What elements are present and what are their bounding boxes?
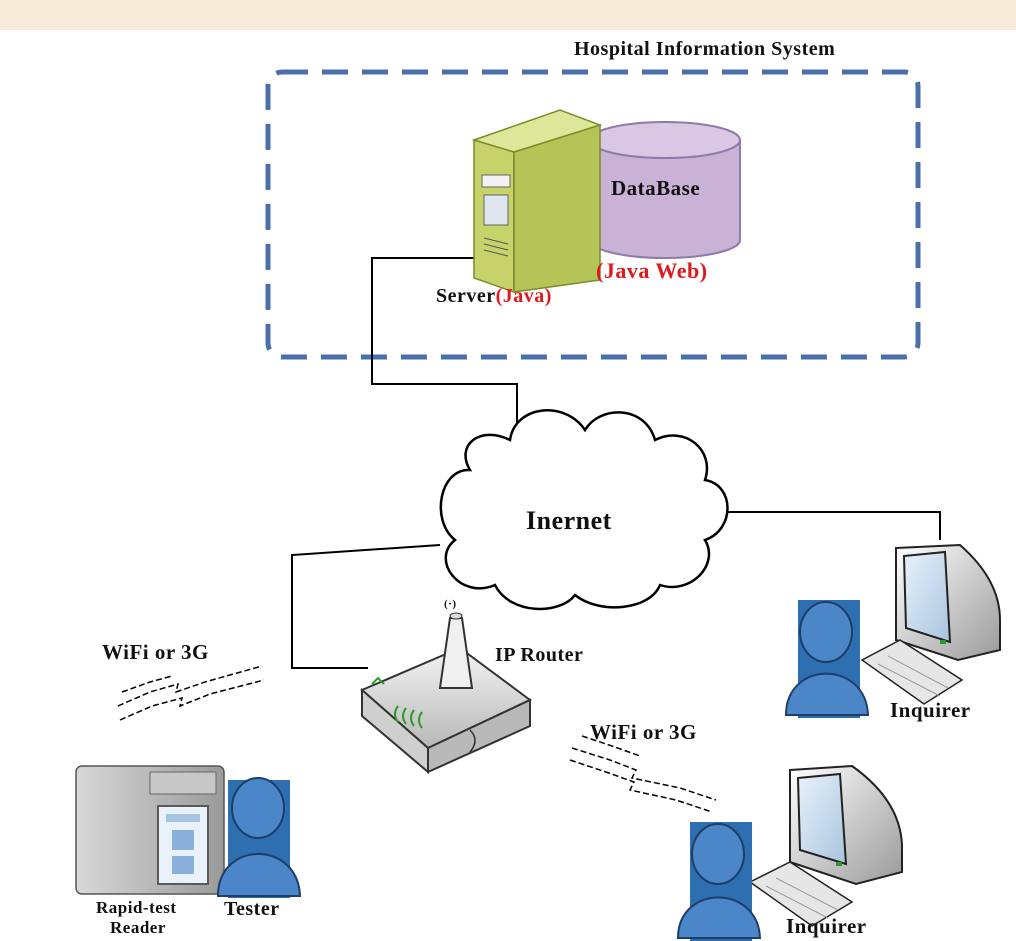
server-label: Server(Java) bbox=[436, 285, 552, 308]
inquirer-bottom-label: Inquirer bbox=[786, 914, 867, 938]
inquirer-bottom-computer-icon bbox=[748, 764, 903, 927]
router-signal-icon: (·) bbox=[444, 598, 457, 610]
internet-cloud-icon bbox=[439, 409, 729, 611]
router-icon bbox=[360, 612, 532, 775]
wifi-signal-left-icon bbox=[117, 665, 265, 721]
server-to-internet-line bbox=[371, 257, 518, 440]
server-icon bbox=[471, 109, 603, 294]
connection-lines bbox=[291, 257, 941, 669]
internet-to-router-line bbox=[291, 544, 441, 669]
reader-label-line2: Reader bbox=[110, 918, 166, 937]
tester-person-icon bbox=[216, 777, 302, 898]
rapid-test-reader-icon bbox=[75, 765, 225, 895]
java-web-label: (Java Web) bbox=[596, 258, 708, 283]
tester-label: Tester bbox=[224, 898, 280, 920]
inquirer-top-person-icon bbox=[784, 600, 870, 718]
inquirer-top-label: Inquirer bbox=[890, 698, 971, 722]
database-icon bbox=[589, 121, 741, 259]
server-java-label: (Java) bbox=[495, 285, 552, 307]
inquirer-bottom-person-icon bbox=[676, 822, 762, 941]
router-label: IP Router bbox=[495, 644, 584, 666]
reader-label-line1: Rapid-test bbox=[96, 898, 177, 917]
database-label: DataBase bbox=[611, 176, 701, 200]
hospital-system-title: Hospital Information System bbox=[574, 38, 836, 60]
internet-label: Inernet bbox=[526, 506, 612, 535]
wifi-left-label: WiFi or 3G bbox=[102, 640, 209, 664]
wifi-signal-right-icon bbox=[569, 735, 717, 813]
inquirer-top-computer-icon bbox=[860, 543, 1001, 705]
internet-to-inquirer-line bbox=[700, 511, 941, 540]
server-label-text: Server bbox=[436, 285, 496, 307]
hospital-system-boundary bbox=[265, 69, 921, 360]
wifi-right-label: WiFi or 3G bbox=[590, 720, 697, 744]
